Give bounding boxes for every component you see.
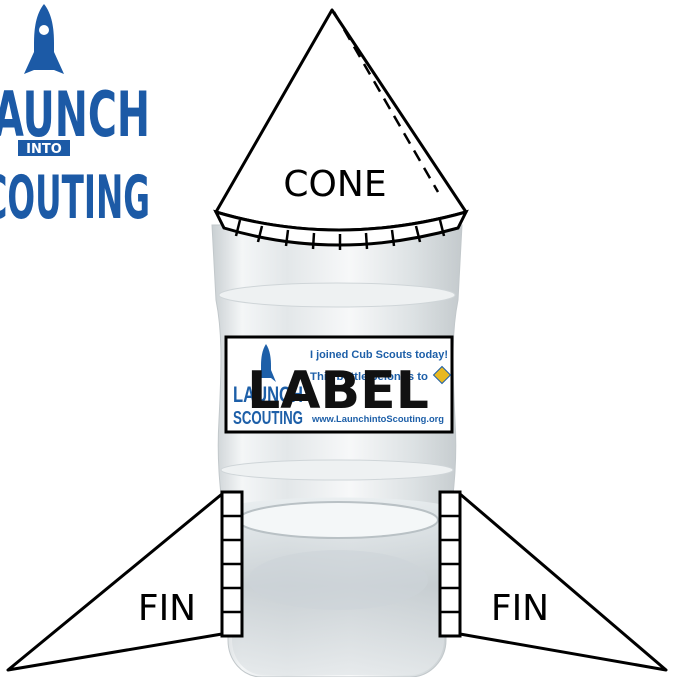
rocket-icon [24,4,64,74]
cone: CONE [216,10,466,250]
label-text: LABEL [247,361,429,421]
fin-right-label: FIN [491,588,549,629]
fin-left-body [8,494,222,670]
fin-left-label: FIN [138,588,196,629]
bottle [212,225,462,677]
logo-line-scouting: SCOUTING [0,163,150,233]
logo-line-into: INTO [26,142,62,157]
bottle-ridge [221,460,453,480]
label-sticker: LAUNCH SCOUTING I joined Cub Scouts toda… [226,337,452,432]
bottle-ridge [219,283,455,307]
fin-right: FIN [440,492,666,670]
fin-left: FIN [8,492,242,670]
sticker-headline: I joined Cub Scouts today! [310,349,448,361]
cone-label: CONE [283,164,386,205]
launch-into-scouting-logo: LAUNCH INTO SCOUTING [0,4,150,233]
fin-right-body [460,494,666,670]
water-surface [238,502,438,538]
